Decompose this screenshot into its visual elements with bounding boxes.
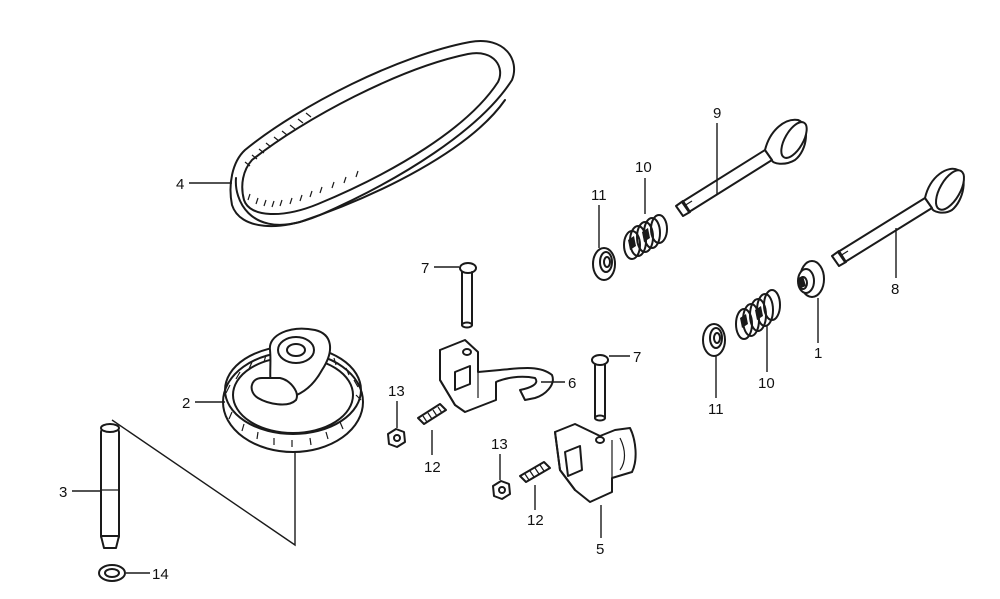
valve-retainer-upper (592, 247, 616, 281)
callout-11-lower: 11 (708, 401, 724, 418)
rocker-pivot-pin-upper (459, 262, 477, 329)
exhaust-valve (831, 167, 965, 267)
callout-10-lower: 10 (758, 375, 775, 392)
callout-5: 5 (596, 541, 604, 558)
callout-3: 3 (59, 484, 67, 501)
washer (98, 564, 126, 582)
pulley-shaft-leaders (111, 419, 296, 547)
callout-13-upper: 13 (388, 383, 405, 400)
valve-rotator (797, 260, 825, 298)
callout-10-upper: 10 (635, 159, 652, 176)
callout-leader-lines (72, 123, 897, 574)
rocker-pivot-pin-lower (591, 354, 609, 422)
lock-nut-upper (387, 428, 406, 448)
callout-12-upper: 12 (424, 459, 441, 476)
callout-1: 1 (814, 345, 822, 362)
valve-spring-lower (735, 289, 781, 340)
callout-14: 14 (152, 566, 169, 583)
callout-12-lower: 12 (527, 512, 544, 529)
rocker-arm-upper (439, 339, 554, 413)
rocker-arm-lower (554, 423, 637, 503)
callout-2: 2 (182, 395, 190, 412)
intake-valve (675, 118, 808, 217)
callout-6: 6 (568, 375, 576, 392)
adjusting-screw-upper (417, 403, 447, 425)
adjusting-screw-lower (519, 461, 551, 483)
callout-13-lower: 13 (491, 436, 508, 453)
timing-belt (229, 40, 516, 228)
callout-labels: 4 2 3 14 7 6 7 5 13 12 13 12 11 10 9 8 1… (59, 105, 899, 583)
lock-nut-lower (492, 480, 511, 500)
callout-9: 9 (713, 105, 721, 122)
valve-retainer-lower (702, 323, 726, 357)
callout-11-upper: 11 (591, 187, 607, 204)
camshaft-pulley (222, 327, 364, 453)
callout-8: 8 (891, 281, 899, 298)
callout-7-lower: 7 (633, 349, 641, 366)
callout-7-upper: 7 (421, 260, 429, 277)
callout-4: 4 (176, 176, 184, 193)
camshaft-pin (100, 423, 120, 549)
valve-spring-upper (623, 214, 668, 260)
